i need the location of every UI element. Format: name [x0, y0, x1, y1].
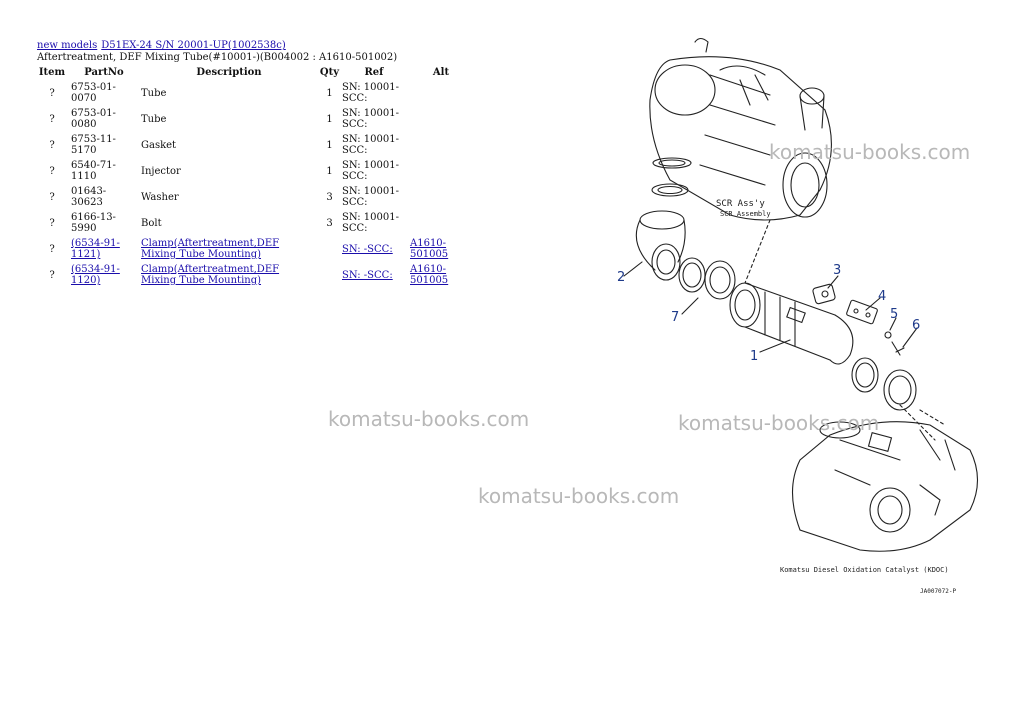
exploded-parts-diagram: 1 2 3 4 5 6 7 SCR Ass'y SCR Assembly Kom… [617, 37, 978, 595]
scr-label-2: SCR Assembly [720, 210, 771, 218]
cell-description: Bolt [141, 217, 162, 229]
callout-1: 1 [750, 349, 758, 364]
mixing-tube-drawing [729, 282, 854, 365]
cell-item: ? [49, 191, 55, 203]
cell-qty: 3 [326, 191, 333, 203]
cell-item: ? [49, 217, 55, 229]
breadcrumb-link-new-models[interactable]: new models [37, 40, 98, 51]
cell-item: ? [49, 243, 55, 255]
cell-alt [408, 184, 474, 210]
cell-item: ? [49, 113, 55, 125]
cell-ref: SN: 10001-SCC: [342, 108, 399, 130]
cell-alt [408, 106, 474, 132]
cell-alt [408, 132, 474, 158]
elbow-tube-drawing [635, 210, 686, 281]
kdoc-drawing [792, 421, 978, 552]
cell-qty [319, 262, 340, 288]
cell-description: Tube [141, 113, 167, 125]
watermark-text: komatsu-books.com [328, 407, 530, 431]
watermark-text: komatsu-books.com [769, 140, 971, 164]
cell-partno: 6166-13-5990 [71, 212, 116, 234]
cell-ref: SN: 10001-SCC: [342, 186, 399, 208]
partno-link[interactable]: (6534-91-1120) [71, 264, 120, 286]
scr-label: SCR Ass'y [716, 199, 765, 209]
col-header-ref: Ref [364, 66, 384, 78]
alt-link[interactable]: A1610-501005 [410, 238, 449, 260]
cell-qty: 1 [326, 165, 333, 177]
cell-item: ? [49, 165, 55, 177]
cell-partno: (6534-91-1120) [69, 262, 139, 288]
cell-qty: 1 [326, 87, 333, 99]
cell-ref: SN: -SCC: [340, 262, 408, 288]
table-row: ? 6540-71-1110 Injector 1 SN: 10001-SCC: [35, 158, 474, 184]
cell-ref: SN: 10001-SCC: [342, 212, 399, 234]
cell-ref: SN: 10001-SCC: [342, 134, 399, 156]
cell-ref: SN: -SCC: [340, 236, 408, 262]
cell-item: ? [49, 139, 55, 151]
callout-5: 5 [890, 307, 898, 322]
col-header-item: Item [38, 66, 66, 78]
cell-partno: 6753-01-0080 [71, 108, 116, 130]
col-header-partno: PartNo [84, 66, 124, 78]
cell-alt [408, 80, 474, 106]
callout-6: 6 [912, 318, 920, 333]
table-row: ? 6753-01-0080 Tube 1 SN: 10001-SCC: [35, 106, 474, 132]
cell-description: Tube [141, 87, 167, 99]
cell-ref: SN: 10001-SCC: [342, 160, 399, 182]
cell-description: Gasket [141, 139, 177, 151]
partno-link[interactable]: (6534-91-1121) [71, 238, 120, 260]
ref-link[interactable]: SN: -SCC: [342, 269, 393, 281]
cell-partno: 6540-71-1110 [71, 160, 116, 182]
cell-qty: 1 [326, 139, 333, 151]
cell-ref: SN: 10001-SCC: [342, 82, 399, 104]
alt-link[interactable]: A1610-501005 [410, 264, 449, 286]
callout-3: 3 [833, 263, 841, 278]
cell-alt: A1610-501005 [408, 262, 474, 288]
breadcrumb-link-model[interactable]: D51EX-24 S/N 20001-UP(1002538c) [101, 40, 286, 51]
col-header-qty: Qty [319, 66, 340, 78]
col-header-description: Description [196, 66, 262, 78]
page-subtitle: Aftertreatment, DEF Mixing Tube(#10001-)… [37, 52, 398, 63]
table-row: ? (6534-91-1120) Clamp(Aftertreatment,DE… [35, 262, 474, 288]
cell-partno: 01643-30623 [71, 186, 107, 208]
table-row: ? 6753-11-5170 Gasket 1 SN: 10001-SCC: [35, 132, 474, 158]
callout-2: 2 [617, 270, 625, 285]
table-row: ? 6166-13-5990 Bolt 3 SN: 10001-SCC: [35, 210, 474, 236]
cell-qty: 3 [326, 217, 333, 229]
cell-qty: 1 [326, 113, 333, 125]
callout-7: 7 [671, 310, 679, 325]
description-link[interactable]: Clamp(Aftertreatment,DEF Mixing Tube Mou… [141, 238, 280, 260]
table-row: ? (6534-91-1121) Clamp(Aftertreatment,DE… [35, 236, 474, 262]
col-header-alt: Alt [432, 66, 450, 78]
cell-partno: 6753-01-0070 [71, 82, 116, 104]
cell-description: Injector [141, 165, 181, 177]
table-row: ? 6753-01-0070 Tube 1 SN: 10001-SCC: [35, 80, 474, 106]
cell-qty [319, 236, 340, 262]
callout-4: 4 [878, 289, 886, 304]
ref-link[interactable]: SN: -SCC: [342, 243, 393, 255]
description-link[interactable]: Clamp(Aftertreatment,DEF Mixing Tube Mou… [141, 264, 280, 286]
watermark-text: komatsu-books.com [478, 484, 680, 508]
watermark-text: komatsu-books.com [678, 411, 880, 435]
cell-partno: (6534-91-1121) [69, 236, 139, 262]
scr-assembly-drawing [649, 37, 832, 221]
kdoc-label: Komatsu Diesel Oxidation Catalyst (KDOC) [780, 566, 949, 574]
table-header-row: Item PartNo Description Qty Ref Alt [35, 64, 474, 80]
diagram-code: JA007072-P [920, 588, 957, 595]
cell-partno: 6753-11-5170 [71, 134, 116, 156]
cell-description: Washer [141, 191, 179, 203]
cell-alt: A1610-501005 [408, 236, 474, 262]
cell-alt [408, 210, 474, 236]
cell-alt [408, 158, 474, 184]
cell-description: Clamp(Aftertreatment,DEF Mixing Tube Mou… [139, 262, 319, 288]
cell-item: ? [49, 87, 55, 99]
cell-description: Clamp(Aftertreatment,DEF Mixing Tube Mou… [139, 236, 319, 262]
table-row: ? 01643-30623 Washer 3 SN: 10001-SCC: [35, 184, 474, 210]
parts-table: Item PartNo Description Qty Ref Alt ? 67… [35, 64, 474, 288]
cell-item: ? [49, 269, 55, 281]
